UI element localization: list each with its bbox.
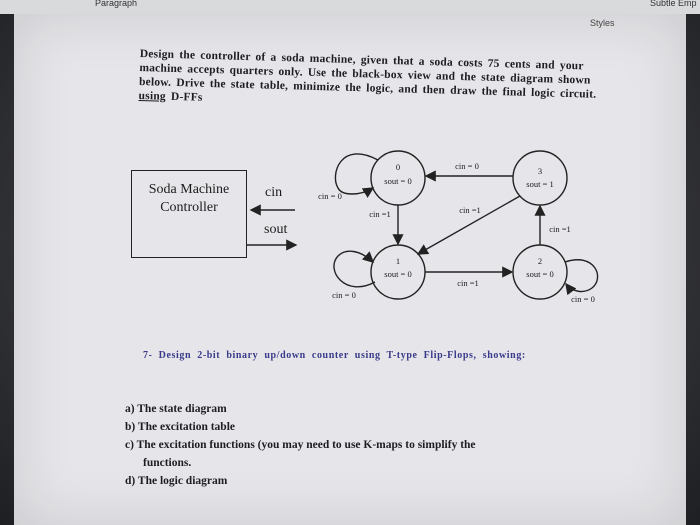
- list-item: functions.: [143, 457, 192, 469]
- state-0-output: sout = 0: [384, 176, 411, 186]
- blackbox-input-label: cin: [265, 185, 283, 200]
- s3-to-s0-label: cin = 0: [455, 161, 479, 171]
- s2-self-label: cin = 0: [571, 294, 595, 304]
- state-3-id: 3: [538, 166, 542, 176]
- s0-self-label: cin = 0: [318, 191, 342, 201]
- list-item: d) The logic diagram: [125, 475, 228, 487]
- s3-self-label: cin =1: [549, 224, 571, 234]
- document-page: [14, 14, 686, 525]
- s3-to-s1: [416, 195, 521, 255]
- blackbox-output-label: sout: [264, 222, 288, 237]
- state-2-id: 2: [538, 256, 542, 266]
- blackbox-title: Soda Machine Controller: [148, 182, 230, 215]
- state-0-id: 0: [396, 162, 400, 172]
- list-item: c) The excitation functions (you may nee…: [125, 439, 476, 451]
- question-7-list: a) The state diagram b) The excitation t…: [125, 400, 585, 490]
- paragraph-group-label: Paragraph: [95, 0, 138, 8]
- s0-self-loop: [334, 153, 379, 198]
- subtle-emphasis-style[interactable]: Subtle Emp: [650, 0, 697, 8]
- state-1-output: sout = 0: [384, 269, 411, 279]
- list-item: a) The state diagram: [125, 403, 227, 415]
- s3-to-s1-label: cin =1: [459, 205, 481, 215]
- state-3-circle: [512, 150, 568, 206]
- state-2-output: sout = 0: [526, 269, 553, 279]
- s2-self-loop: [564, 259, 599, 296]
- styles-group-label: Styles: [590, 18, 615, 28]
- state-3-output: sout = 1: [526, 179, 553, 189]
- list-item: b) The excitation table: [125, 421, 235, 433]
- s1-self-label: cin = 0: [332, 290, 356, 300]
- word-ribbon-strip: Paragraph Subtle Emp: [0, 0, 700, 14]
- s0-to-s1-label: cin =1: [369, 209, 391, 219]
- s1-self-loop: [333, 250, 376, 288]
- blackbox-controller: Soda Machine Controller: [131, 170, 247, 258]
- question-7-title: 7- Design 2-bit binary up/down counter u…: [143, 350, 526, 361]
- s1-to-s2-label: cin =1: [457, 278, 479, 288]
- state-1-id: 1: [396, 256, 400, 266]
